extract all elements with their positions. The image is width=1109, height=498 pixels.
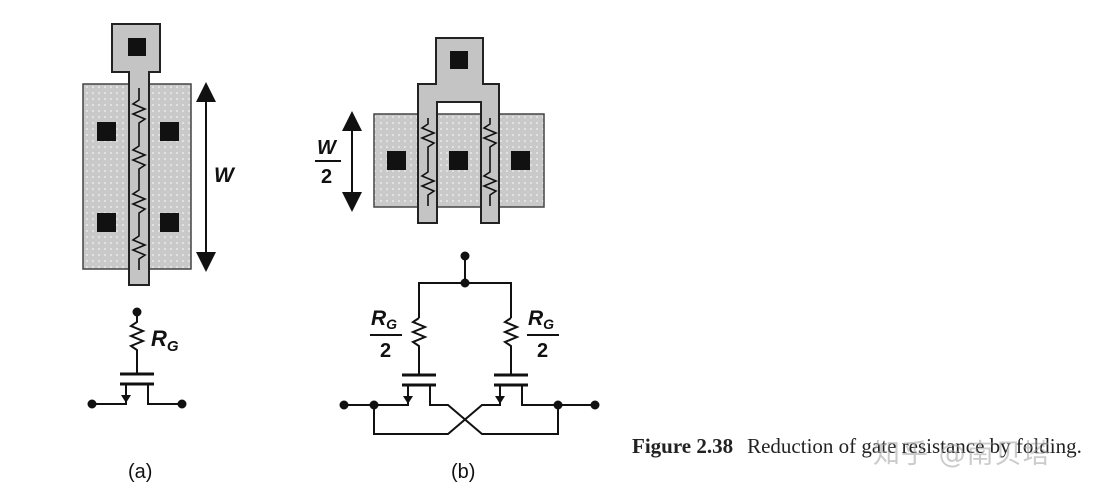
width-label-b-num: W [317, 137, 338, 159]
node-b-far-left [339, 400, 349, 410]
figure-number: Figure 2.38 [632, 434, 734, 458]
source-lead-a [92, 384, 127, 405]
source-node-a [87, 399, 97, 409]
figure-caption: Figure 2.38 Reduction of gate resistance … [632, 431, 1092, 461]
source-arrow-b-right [495, 396, 505, 404]
gate-poly-a [111, 23, 161, 286]
drain-contact-bottom-a [160, 213, 179, 232]
layout-a: W [82, 23, 236, 286]
gate-resistor-b-left [410, 317, 428, 375]
distributed-resistance-b-left [419, 118, 437, 206]
caption-text: Reduction of gate resistance by folding. [747, 434, 1082, 458]
gate-contact-a [128, 38, 146, 56]
drain-contact-top-a [160, 122, 179, 141]
source-arrow-a [121, 395, 131, 403]
panel-label-a: (a) [128, 461, 152, 483]
node-b-far-right [590, 400, 600, 410]
gate-resistor-b-right [502, 317, 520, 375]
contact-left-b [387, 151, 406, 170]
gate-poly-b [417, 37, 500, 224]
drain-lead-a [147, 384, 182, 405]
node-b-left [369, 400, 379, 410]
watermark: 知乎 @南贝塔 [873, 439, 1051, 470]
panel-label-b: (b) [451, 461, 475, 483]
rg-label-b-left-num: RG [371, 307, 397, 332]
layout-b: W 2 [315, 37, 545, 224]
distributed-resistance-b-right [481, 118, 499, 206]
rg-label-b-right-num: RG [528, 307, 554, 332]
distributed-resistance-a [130, 88, 148, 270]
source-contact-top-a [97, 122, 116, 141]
source-lead-b-left [344, 385, 409, 406]
contact-right-b [511, 151, 530, 170]
source-arrow-b-left [403, 396, 413, 404]
contact-middle-b [449, 151, 468, 170]
rg-label-b-right-den: 2 [537, 340, 548, 362]
source-lead-b-right [521, 385, 558, 406]
rg-label-b-left-den: 2 [380, 340, 391, 362]
drain-lead-b-right [373, 385, 501, 435]
node-b-right [553, 400, 563, 410]
width-label-b-den: 2 [321, 166, 332, 188]
schematic-a [87, 307, 187, 409]
drain-node-a [177, 399, 187, 409]
schematic-b [339, 251, 600, 435]
gate-resistor-a [128, 312, 146, 374]
gate-contact-b [450, 51, 468, 69]
drain-lead-b-left [429, 385, 595, 435]
rg-label-a: RG [151, 326, 179, 355]
gate-bus-b [418, 282, 512, 318]
width-label-a: W [214, 164, 236, 187]
source-contact-bottom-a [97, 213, 116, 232]
